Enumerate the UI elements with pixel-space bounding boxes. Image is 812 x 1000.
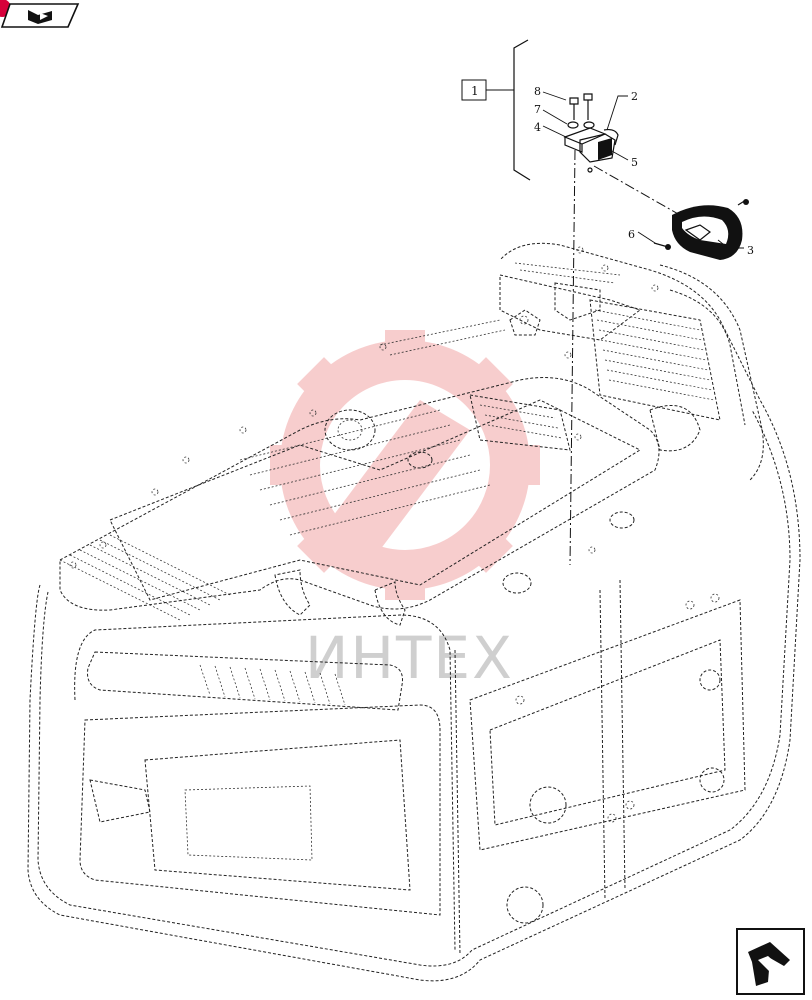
callout-3: 3 xyxy=(747,244,754,257)
reference-box xyxy=(461,79,487,101)
callout-6: 6 xyxy=(628,228,635,241)
watermark-logo xyxy=(270,330,540,600)
alignment-lines xyxy=(569,149,681,566)
engine-hood xyxy=(59,377,660,626)
callout-2: 2 xyxy=(631,90,638,103)
switch-assembly xyxy=(563,93,619,173)
lamp-grille xyxy=(199,664,346,706)
callout-5: 5 xyxy=(631,156,638,169)
callout-leaders xyxy=(542,91,744,249)
watermark-text: ИНТЕХ xyxy=(305,624,514,692)
radiator-louvers xyxy=(589,264,764,481)
work-lamp xyxy=(653,199,749,260)
callout-4: 4 xyxy=(534,121,541,134)
machine-body xyxy=(27,242,801,982)
reference-box-label: 1 xyxy=(471,84,479,98)
mount-bracket-area xyxy=(69,246,659,569)
callout-8: 7 xyxy=(534,103,541,116)
next-page-button[interactable] xyxy=(736,928,805,995)
nav-next-icon xyxy=(748,942,790,986)
nav-prev-icon xyxy=(28,10,52,24)
callout-7: 8 xyxy=(534,85,541,98)
prev-page-button[interactable] xyxy=(0,0,80,28)
reference-bracket: 1 xyxy=(461,39,531,181)
callout-labels: 8 7 4 2 5 6 3 xyxy=(534,85,754,257)
